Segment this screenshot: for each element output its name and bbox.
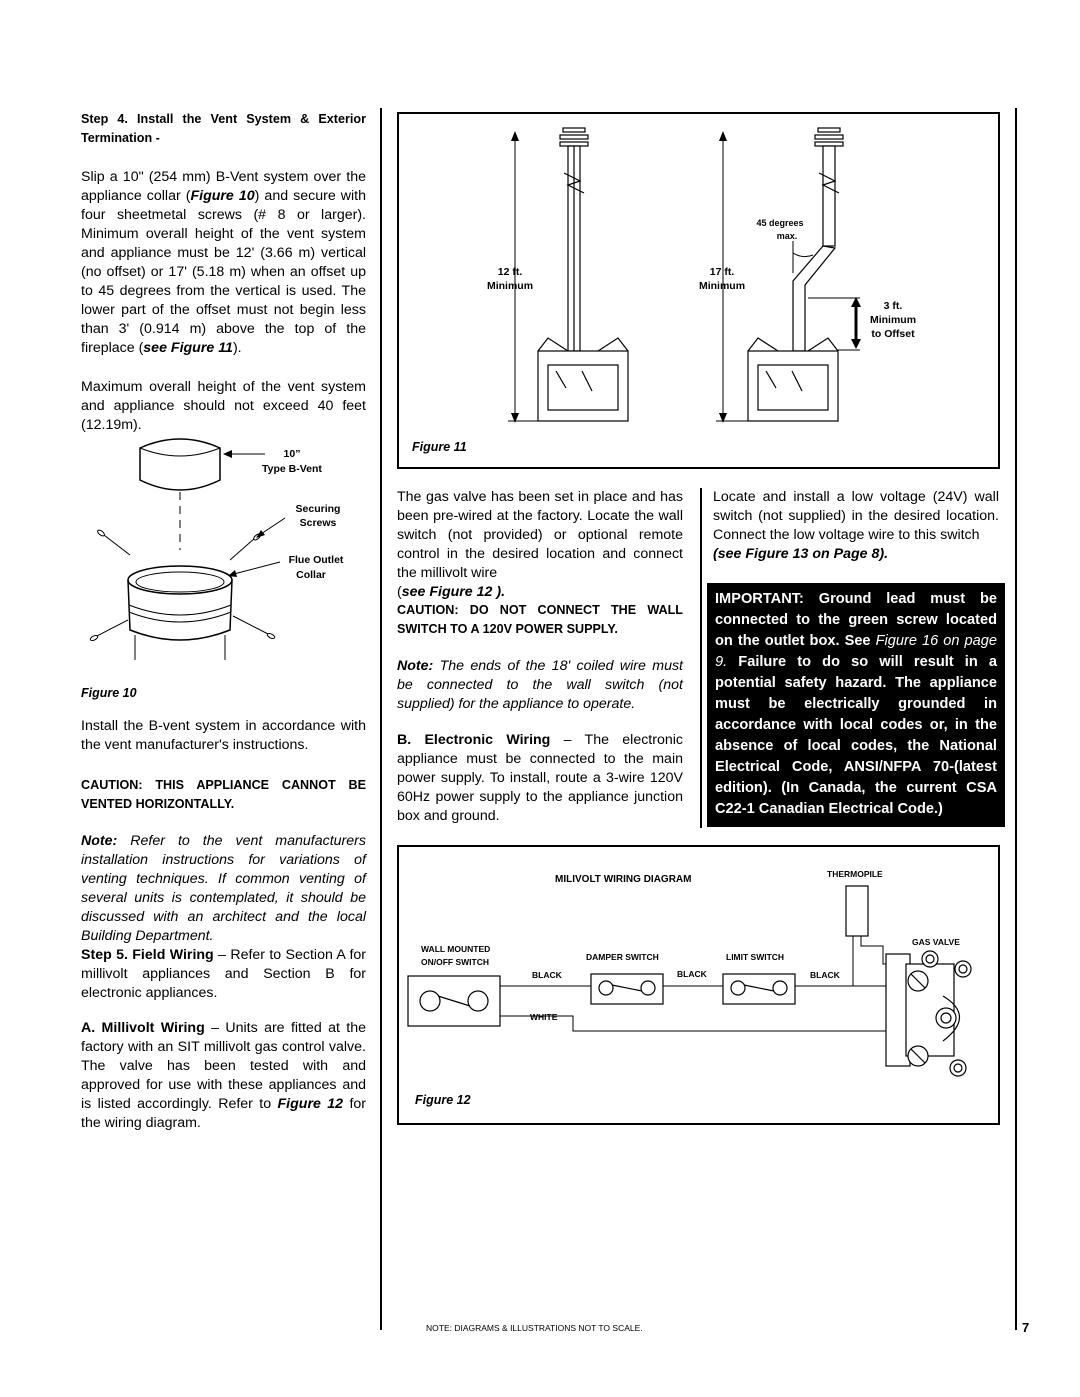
fig10-label-flue: Flue Outlet bbox=[288, 554, 344, 566]
millivolt-paragraph: A. Millivolt Wiring – Units are fitted a… bbox=[81, 1020, 366, 1131]
fig12-black-2: BLACK bbox=[677, 969, 707, 979]
step4-paragraph: Slip a 10" (254 mm) B-Vent system over t… bbox=[81, 169, 366, 356]
step5-paragraph: Step 5. Field Wiring – Refer to Section … bbox=[81, 947, 367, 1001]
see-figure-12-ref[interactable]: see Figure 12 ). bbox=[401, 584, 506, 600]
figure-11-caption: Figure 11 bbox=[412, 440, 467, 454]
gas-valve-icon bbox=[885, 950, 972, 1077]
footer-note: NOTE: DIAGRAMS & ILLUSTRATIONS NOT TO SC… bbox=[426, 1323, 643, 1333]
fig12-black-3: BLACK bbox=[810, 970, 840, 980]
caution-wall-switch: CAUTION: DO NOT CONNECT THE WALL SWITCH … bbox=[397, 603, 683, 636]
fig11-left-height: 12 ft. bbox=[497, 266, 523, 278]
fig11-angle-b: max. bbox=[776, 231, 798, 241]
figure-10-caption: Figure 10 bbox=[81, 686, 137, 700]
figure-10-ref[interactable]: Figure 10 bbox=[190, 188, 255, 204]
thermopile-icon bbox=[845, 885, 869, 937]
fig12-title: MILIVOLT WIRING DIAGRAM bbox=[555, 874, 692, 885]
figure-16-ref[interactable]: Figure 16 on page 9. bbox=[715, 633, 997, 670]
left-note: Note: Refer to the vent manufacturers in… bbox=[81, 833, 366, 944]
fig11-left-minimum: Minimum bbox=[486, 280, 534, 292]
b-vent-pipe bbox=[139, 438, 221, 491]
fig11-offset-a: 3 ft. bbox=[883, 300, 903, 312]
max-height-paragraph: Maximum overall height of the vent syste… bbox=[81, 379, 366, 433]
column-divider-left bbox=[380, 108, 382, 1330]
important-notice-box: IMPORTANT: Ground lead must be connected… bbox=[707, 583, 1005, 827]
fig10-label-10in: 10” bbox=[283, 448, 301, 460]
fig12-on-off: ON/OFF SWITCH bbox=[421, 957, 489, 967]
step4-heading: Step 4. Install the Vent System & Exteri… bbox=[81, 112, 366, 145]
fig11-right-minimum: Minimum bbox=[698, 280, 746, 292]
see-figure-13-ref[interactable]: (see Figure 13 on Page 8). bbox=[713, 546, 889, 562]
figure-12-caption: Figure 12 bbox=[415, 1093, 471, 1107]
fig12-wall-mounted: WALL MOUNTED bbox=[421, 944, 491, 954]
column-divider-right bbox=[1015, 108, 1017, 1330]
column-divider-mid bbox=[700, 488, 702, 828]
fig12-black-1: BLACK bbox=[532, 970, 562, 980]
fig11-angle-a: 45 degrees bbox=[756, 218, 804, 228]
figure-11-frame bbox=[397, 112, 1000, 469]
fig11-right-height: 17 ft. bbox=[709, 266, 735, 278]
fig11-offset-b: Minimum bbox=[869, 314, 917, 326]
fig10-label-securing: Securing bbox=[295, 503, 341, 515]
mid-note: Note: The ends of the 18' coiled wire mu… bbox=[397, 658, 683, 712]
fig10-label-type: Type B-Vent bbox=[262, 463, 322, 475]
fig12-limit: LIMIT SWITCH bbox=[726, 952, 785, 962]
figure-12-wiring-diagram bbox=[407, 885, 972, 1077]
figure-12-ref[interactable]: Figure 12 bbox=[277, 1096, 344, 1112]
fig12-damper: DAMPER SWITCH bbox=[586, 952, 659, 962]
fig12-white: WHITE bbox=[530, 1012, 558, 1022]
gas-valve-paragraph: The gas valve has been set in place and … bbox=[397, 489, 683, 600]
figure-12-frame bbox=[397, 845, 1000, 1125]
caution-horizontal: CAUTION: THIS APPLIANCE CANNOT BE VENTED… bbox=[81, 778, 366, 811]
page-number: 7 bbox=[1022, 1320, 1030, 1335]
figure-11-illustration bbox=[508, 127, 861, 423]
fig12-thermopile: THERMOPILE bbox=[827, 869, 883, 879]
fig12-gas-valve: GAS VALVE bbox=[912, 937, 960, 947]
fig10-label-screws: Screws bbox=[299, 517, 337, 529]
electronic-wiring-paragraph: B. Electronic Wiring – The electronic ap… bbox=[397, 732, 683, 824]
install-paragraph: Install the B-vent system in accordance … bbox=[81, 718, 366, 753]
see-figure-11-ref[interactable]: see Figure 11 bbox=[143, 340, 233, 356]
figure-10-illustration bbox=[89, 438, 286, 660]
screw-icon bbox=[97, 529, 131, 556]
fig10-label-collar: Collar bbox=[296, 569, 326, 581]
fig11-offset-c: to Offset bbox=[871, 328, 915, 340]
locate-switch-paragraph: Locate and install a low voltage (24V) w… bbox=[713, 489, 999, 562]
